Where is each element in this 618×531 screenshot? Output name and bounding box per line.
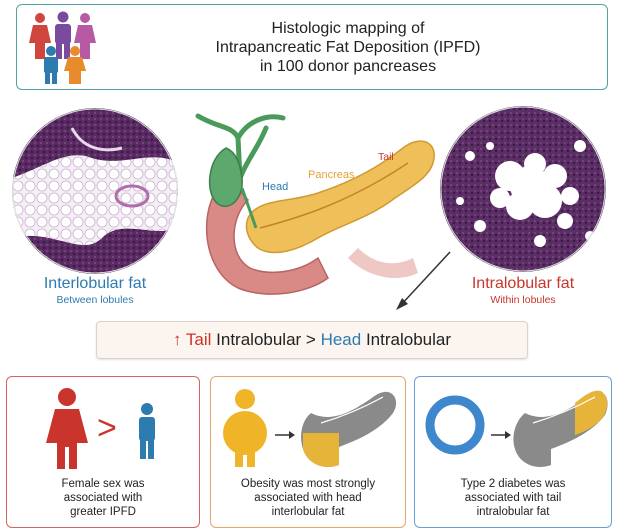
- female-person-icon: [46, 388, 88, 469]
- intralobular-fat-sublabel: Within lobules: [490, 294, 556, 306]
- intralobular-histology-image: [440, 106, 606, 272]
- panel-2-line-3: interlobular fat: [271, 506, 345, 518]
- header-box: Histologic mapping of Intrapancreatic Fa…: [16, 4, 608, 90]
- panel-3-line-2: associated with tail: [464, 492, 562, 504]
- greater-than-symbol: >: [97, 409, 117, 447]
- result-middle-text: Intralobular >: [211, 330, 321, 349]
- title-line-1: Histologic mapping of: [271, 20, 425, 37]
- page-title: Histologic mapping of Intrapancreatic Fa…: [113, 19, 583, 76]
- interlobular-fat-label: Interlobular fat: [43, 275, 147, 292]
- up-arrow-icon: ↑: [172, 330, 182, 349]
- female-sex-panel: > Female sex was associated with greater…: [6, 376, 200, 528]
- interlobular-fat-sublabel: Between lobules: [56, 294, 134, 306]
- female-sex-panel-text: Female sex was associated with greater I…: [15, 477, 191, 519]
- diabetes-tail-fat-illustration: [425, 390, 608, 468]
- panel-3-line-3: intralobular fat: [476, 506, 550, 518]
- title-line-2: Intrapancreatic Fat Deposition (IPFD): [215, 39, 481, 56]
- panel-2-line-2: associated with head: [254, 492, 362, 504]
- panel-1-line-3: greater IPFD: [70, 506, 136, 518]
- pancreas-head-highlight-icon: [301, 391, 397, 468]
- diabetes-panel-text: Type 2 diabetes was associated with tail…: [423, 477, 603, 519]
- panel-1-line-1: Female sex was: [61, 478, 145, 490]
- interlobular-histology-image: [12, 108, 178, 274]
- panel-3-line-1: Type 2 diabetes was: [460, 478, 566, 490]
- result-tail-word: Tail: [185, 330, 212, 349]
- pancreas-tail-highlight-icon: [513, 390, 608, 468]
- diabetes-panel: Type 2 diabetes was associated with tail…: [414, 376, 612, 528]
- pancreas-anatomy-illustration: Head Pancreas Tail: [195, 113, 435, 295]
- result-summary-bar: ↑ Tail Intralobular > Head Intralobular: [96, 321, 528, 359]
- diabetes-ring-icon: [425, 395, 485, 455]
- male-person-icon: [139, 403, 155, 459]
- family-people-icon: [29, 11, 96, 84]
- result-end-text: Intralobular: [361, 330, 451, 349]
- obesity-panel: Obesity was most strongly associated wit…: [210, 376, 406, 528]
- panel-2-line-1: Obesity was most strongly: [240, 478, 376, 490]
- obesity-head-fat-illustration: [223, 389, 397, 468]
- anatomy-head-label: Head: [262, 181, 288, 193]
- obesity-panel-text: Obesity was most strongly associated wit…: [219, 477, 397, 519]
- result-head-word: Head: [320, 330, 362, 349]
- anatomy-pancreas-label: Pancreas: [308, 169, 355, 181]
- female-greater-than-male-illustration: >: [46, 388, 155, 469]
- result-summary-text: ↑ Tail Intralobular > Head Intralobular: [97, 330, 527, 350]
- diagonal-arrow-icon: [396, 251, 451, 310]
- obese-person-icon: [223, 389, 267, 467]
- anatomy-tail-label: Tail: [378, 151, 394, 163]
- intralobular-fat-label: Intralobular fat: [471, 275, 575, 292]
- panel-1-line-2: associated with: [63, 492, 143, 504]
- title-line-3: in 100 donor pancreases: [259, 58, 437, 75]
